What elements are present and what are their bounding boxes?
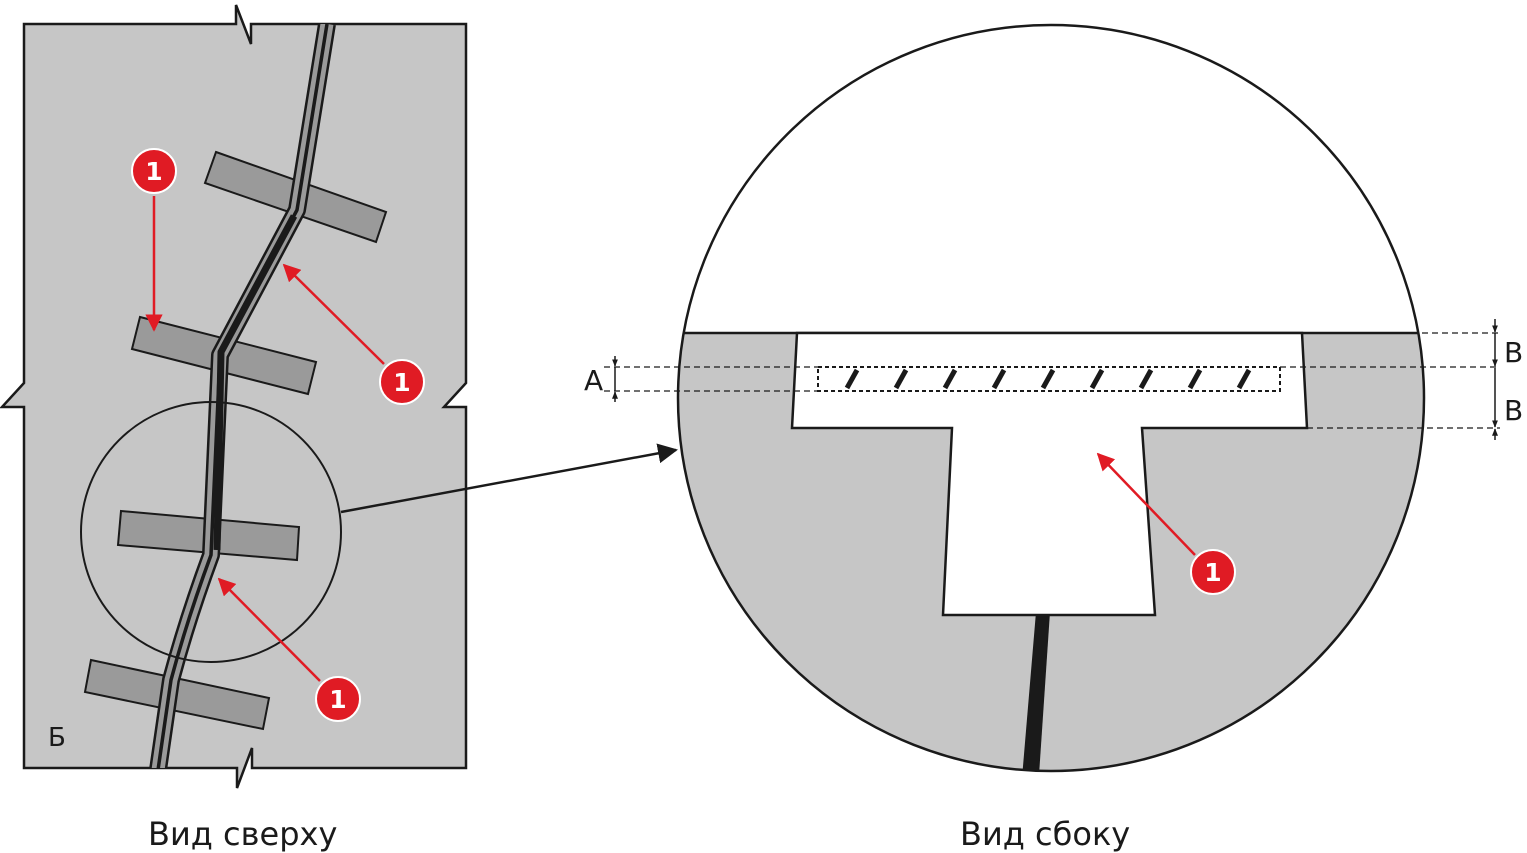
svg-text:В: В bbox=[1504, 394, 1523, 427]
svg-text:1: 1 bbox=[329, 685, 346, 714]
dimension-lines bbox=[604, 332, 1500, 429]
air-above-surface bbox=[678, 25, 1424, 334]
callout-badge bbox=[379, 359, 425, 405]
detail-pointer-arrow bbox=[340, 443, 678, 514]
svg-text:1: 1 bbox=[393, 368, 410, 397]
dimension-b-lower: В bbox=[1492, 368, 1523, 440]
staple-hatching bbox=[844, 368, 1252, 390]
callout-side: 1 bbox=[1096, 452, 1236, 595]
dimension-a: А bbox=[584, 356, 618, 402]
crack-below bbox=[1021, 612, 1050, 771]
callout-top-right: 1 bbox=[282, 263, 425, 405]
side-view: А В В 1 bbox=[584, 23, 1523, 773]
svg-text:1: 1 bbox=[1204, 558, 1221, 587]
dimension-b-upper: В bbox=[1492, 319, 1523, 369]
top-view-caption: Вид сверху bbox=[148, 815, 338, 853]
crack-fill bbox=[156, 23, 329, 771]
detail-view-circle bbox=[676, 23, 1426, 773]
side-view-caption: Вид сбоку bbox=[960, 815, 1131, 853]
callout-top-left: 1 bbox=[131, 148, 177, 332]
svg-text:В: В bbox=[1504, 336, 1523, 369]
callout-bottom: 1 bbox=[217, 577, 361, 722]
section-mark: Б bbox=[48, 723, 66, 753]
svg-text:1: 1 bbox=[145, 157, 162, 186]
detail-circle bbox=[80, 401, 342, 663]
top-view: Б 1 1 1 bbox=[0, 4, 468, 789]
embedded-staple bbox=[817, 366, 1281, 392]
callout-badge bbox=[315, 676, 361, 722]
svg-text:А: А bbox=[584, 364, 603, 397]
t-groove bbox=[790, 331, 1309, 617]
callout-badge bbox=[131, 148, 177, 194]
callout-badge bbox=[1190, 549, 1236, 595]
